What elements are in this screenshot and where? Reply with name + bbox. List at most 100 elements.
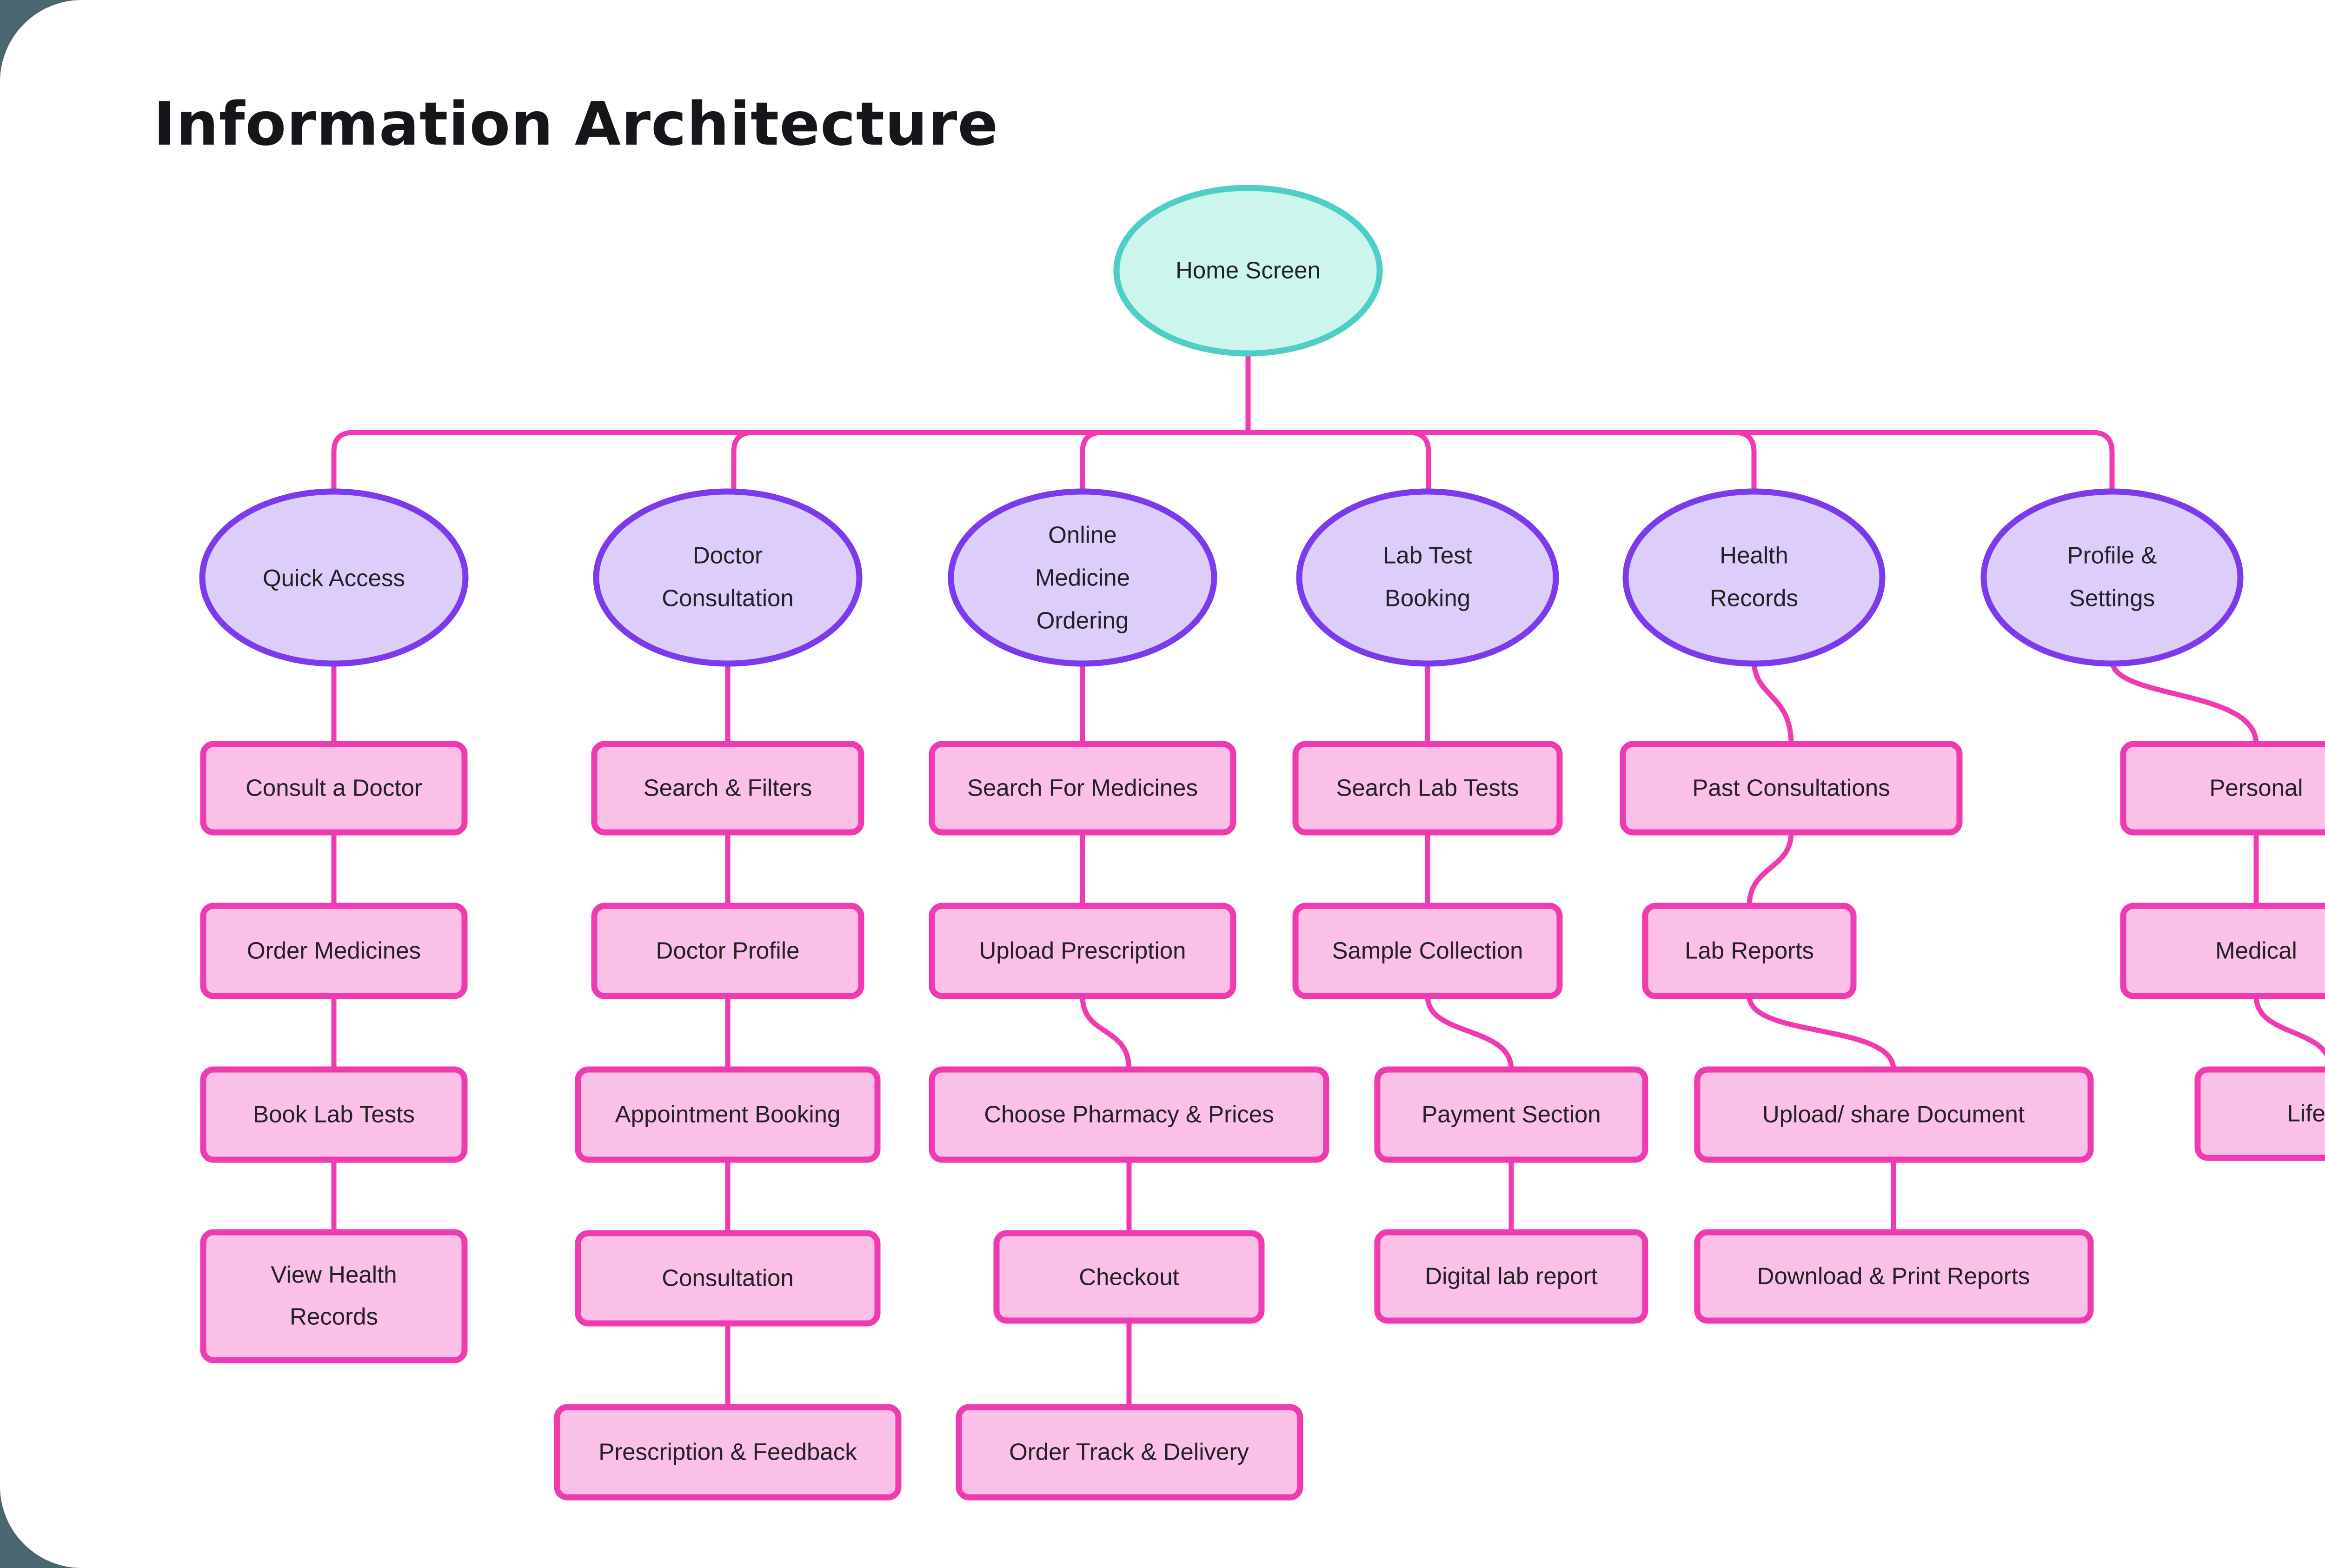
node-doctor-consultation[interactable]: Doctor Consultation (593, 488, 863, 667)
consult-a-doctor-label: Consult a Doctor (246, 774, 422, 801)
digital-lab-report-box[interactable] (1374, 1229, 1648, 1324)
page-title: Information Architecture (153, 90, 999, 159)
node-lab-test-booking[interactable]: Lab Test Booking (1296, 488, 1559, 667)
choose-pharmacy-and-prices-label: Choose Pharmacy & Prices (984, 1101, 1274, 1127)
search-for-medicines-box[interactable] (929, 741, 1236, 836)
node-payment-section[interactable]: Payment Section (1374, 1066, 1648, 1163)
node-past-consultations[interactable]: Past Consultations (1620, 741, 1963, 836)
node-appointment-booking[interactable]: Appointment Booking (575, 1066, 881, 1163)
appointment-booking-box[interactable] (575, 1066, 881, 1163)
prescription-and-feedback-box[interactable] (554, 1404, 902, 1501)
node-upload-prescription[interactable]: Upload Prescription (929, 903, 1236, 999)
profile-settings-label-line-2: Settings (2069, 585, 2155, 611)
edge-e-1-2 (1747, 993, 1896, 1072)
node-search-and-filters[interactable]: Search & Filters (591, 741, 864, 836)
order-track-and-delivery-label: Order Track & Delivery (1009, 1438, 1249, 1465)
node-quick-access[interactable]: Quick Access (199, 488, 469, 667)
node-lifestyle[interactable]: Lifestyle (2194, 1066, 2325, 1161)
view-health-records-box[interactable] (200, 1229, 468, 1363)
order-medicines-box[interactable] (200, 903, 468, 999)
book-lab-tests-label: Book Lab Tests (253, 1101, 415, 1127)
online-medicine-ordering-label-line-3: Ordering (1036, 607, 1129, 633)
node-health-records[interactable]: Health Records (1622, 488, 1886, 667)
upload-share-document-box[interactable] (1694, 1066, 2094, 1163)
node-online-medicine-ordering[interactable]: Online Medicine Ordering (948, 488, 1217, 667)
personal-label: Personal (2209, 774, 2303, 801)
node-view-health-records[interactable]: View Health Records (200, 1229, 468, 1363)
download-and-print-reports-box[interactable] (1694, 1229, 2094, 1324)
book-lab-tests-box[interactable] (200, 1066, 468, 1163)
payment-section-box[interactable] (1374, 1066, 1648, 1163)
node-choose-pharmacy-and-prices[interactable]: Choose Pharmacy & Prices (929, 1066, 1329, 1163)
online-medicine-ordering-label-line-1: Online (1048, 521, 1116, 548)
past-consultations-label: Past Consultations (1692, 774, 1890, 801)
node-home-screen[interactable]: Home Screen (1113, 185, 1383, 357)
node-medical[interactable]: Medical (2120, 903, 2325, 999)
edge-bus-left (331, 430, 1251, 493)
health-records-ellipse[interactable] (1622, 488, 1886, 667)
search-for-medicines-label: Search For Medicines (967, 774, 1198, 801)
edge-bus-b1 (731, 430, 1251, 493)
node-doctor-profile[interactable]: Doctor Profile (591, 903, 864, 999)
edge-f-cat-0 (2109, 658, 2259, 747)
node-upload-share-document[interactable]: Upload/ share Document (1694, 1066, 2094, 1163)
doctor-profile-box[interactable] (591, 903, 864, 999)
doctor-consultation-label-line-2: Consultation (662, 585, 794, 611)
edge-bus-right (1245, 430, 2115, 493)
sample-collection-label: Sample Collection (1332, 937, 1523, 963)
node-digital-lab-report[interactable]: Digital lab report (1374, 1229, 1648, 1324)
search-lab-tests-box[interactable] (1292, 741, 1563, 836)
lab-reports-box[interactable] (1642, 903, 1857, 999)
upload-prescription-box[interactable] (929, 903, 1236, 999)
consultation-box[interactable] (575, 1230, 881, 1327)
prescription-and-feedback-label: Prescription & Feedback (598, 1438, 857, 1465)
quick-access-label-line-1: Quick Access (263, 565, 405, 591)
lab-test-booking-ellipse[interactable] (1296, 488, 1559, 667)
node-lab-reports[interactable]: Lab Reports (1642, 903, 1857, 999)
profile-settings-ellipse[interactable] (1980, 488, 2244, 667)
health-records-label-line-1: Health (1720, 542, 1788, 568)
payment-section-label: Payment Section (1422, 1101, 1601, 1127)
lab-test-booking-label-line-2: Booking (1385, 585, 1470, 611)
past-consultations-box[interactable] (1620, 741, 1963, 836)
sample-collection-box[interactable] (1292, 903, 1563, 999)
node-profile-settings[interactable]: Profile & Settings (1980, 488, 2244, 667)
edge-bus-b4 (1245, 430, 1757, 493)
edge-d-1-2 (1425, 993, 1514, 1072)
node-book-lab-tests[interactable]: Book Lab Tests (200, 1066, 468, 1163)
checkout-box[interactable] (993, 1230, 1265, 1324)
order-track-and-delivery-box[interactable] (956, 1404, 1303, 1501)
lifestyle-box[interactable] (2194, 1066, 2325, 1161)
edge-bus-b2 (1080, 430, 1251, 493)
quick-access-ellipse[interactable] (199, 488, 469, 667)
online-medicine-ordering-ellipse[interactable] (948, 488, 1217, 667)
node-personal[interactable]: Personal (2120, 741, 2325, 836)
node-search-lab-tests[interactable]: Search Lab Tests (1292, 741, 1563, 836)
home-screen-ellipse[interactable] (1113, 185, 1383, 357)
consult-a-doctor-box[interactable] (200, 741, 468, 836)
node-download-and-print-reports[interactable]: Download & Print Reports (1694, 1229, 2094, 1324)
personal-box[interactable] (2120, 741, 2325, 836)
node-consultation[interactable]: Consultation (575, 1230, 881, 1327)
medical-box[interactable] (2120, 903, 2325, 999)
node-consult-a-doctor[interactable]: Consult a Doctor (200, 741, 468, 836)
online-medicine-ordering-label-line-2: Medicine (1035, 564, 1130, 591)
order-medicines-label: Order Medicines (247, 937, 421, 963)
lifestyle-label: Lifestyle (2287, 1100, 2325, 1126)
doctor-consultation-ellipse[interactable] (593, 488, 863, 667)
choose-pharmacy-and-prices-box[interactable] (929, 1066, 1329, 1163)
node-sample-collection[interactable]: Sample Collection (1292, 903, 1563, 999)
download-and-print-reports-label: Download & Print Reports (1757, 1262, 2030, 1289)
node-search-for-medicines[interactable]: Search For Medicines (929, 741, 1236, 836)
search-and-filters-box[interactable] (591, 741, 864, 836)
profile-settings-label-line-1: Profile & (2067, 542, 2157, 568)
node-order-track-and-delivery[interactable]: Order Track & Delivery (956, 1404, 1303, 1501)
upload-prescription-label: Upload Prescription (979, 937, 1186, 963)
node-prescription-and-feedback[interactable]: Prescription & Feedback (554, 1404, 902, 1501)
node-order-medicines[interactable]: Order Medicines (200, 903, 468, 999)
lab-reports-label: Lab Reports (1685, 937, 1814, 963)
consultation-label: Consultation (662, 1264, 794, 1291)
upload-share-document-label: Upload/ share Document (1762, 1101, 2025, 1127)
node-checkout[interactable]: Checkout (993, 1230, 1265, 1324)
